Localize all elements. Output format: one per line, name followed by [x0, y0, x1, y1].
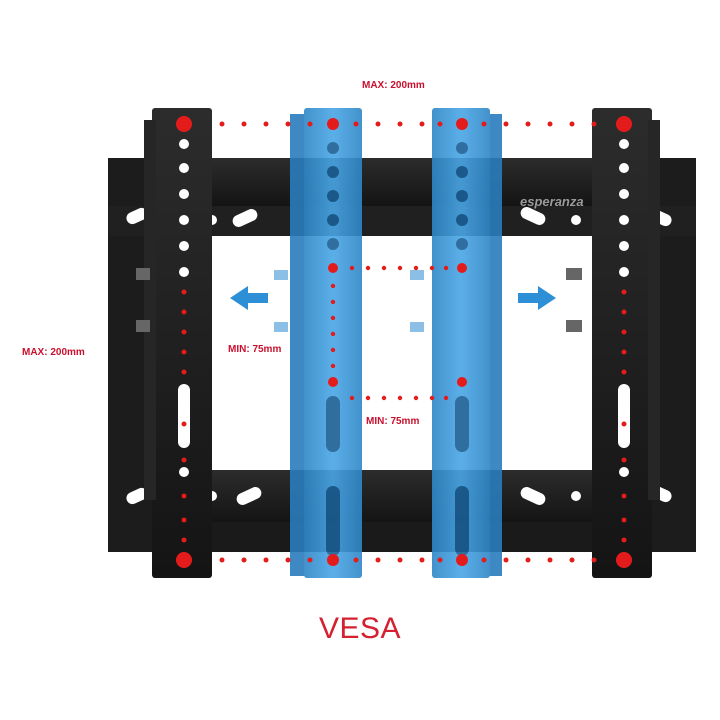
label-max-horizontal: MAX: 200mm — [362, 80, 425, 91]
vesa-hole-markers — [176, 116, 632, 568]
caption-vesa: VESA — [318, 612, 402, 645]
arrow-right-icon — [518, 286, 556, 310]
right-blue-arm — [410, 108, 502, 578]
arrow-left-icon — [230, 286, 268, 310]
left-black-arm — [136, 108, 212, 578]
label-min-vertical: MIN: 75mm — [366, 416, 420, 427]
label-min-horizontal: MIN: 75mm — [228, 344, 282, 355]
left-blue-arm — [274, 108, 362, 578]
label-max-vertical: MAX: 200mm — [22, 347, 85, 358]
brand-logo: esperanza — [520, 194, 584, 209]
right-black-arm — [566, 108, 660, 578]
